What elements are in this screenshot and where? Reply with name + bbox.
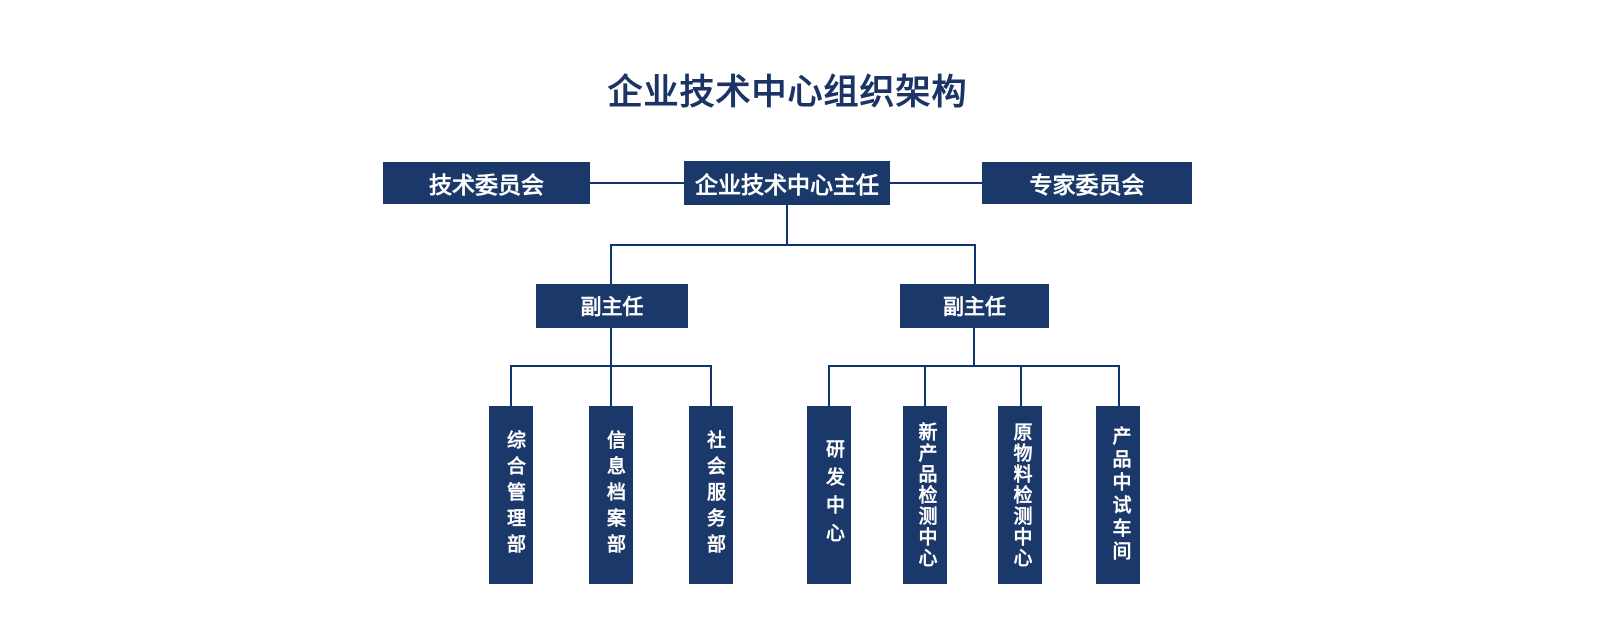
- connector-right-dept4-drop: [1118, 365, 1120, 406]
- node-dept-rnd-center: 研发中心: [807, 406, 851, 584]
- node-dept-rnd-center-label: 研发中心: [823, 439, 844, 551]
- node-dept-general-management: 综合管理部: [489, 406, 533, 584]
- connector-director-drop: [786, 205, 788, 246]
- connector-left-dept2-drop: [610, 365, 612, 406]
- node-expert-committee-label: 专家委员会: [1029, 172, 1145, 198]
- node-dept-new-product-testing-center-label: 新产品检测中心: [915, 421, 937, 569]
- connector-left-deputy-drop: [610, 328, 612, 367]
- node-tech-center-director-label: 企业技术中心主任: [695, 172, 879, 198]
- connector-deputy-left-drop: [610, 244, 612, 284]
- page-title: 企业技术中心组织架构: [607, 73, 968, 112]
- node-dept-social-services-label: 社会服务部: [704, 430, 725, 560]
- connector-right-dept1-drop: [828, 365, 830, 406]
- node-dept-general-management-label: 综合管理部: [504, 430, 525, 560]
- connector-right-dept2-drop: [924, 365, 926, 406]
- node-dept-product-pilot-workshop-label: 产品中试车间: [1109, 426, 1131, 564]
- node-tech-committee: 技术委员会: [383, 162, 590, 204]
- node-deputy-director-right: 副主任: [900, 284, 1049, 328]
- connector-right-dept3-drop: [1020, 365, 1022, 406]
- node-dept-raw-material-testing-center: 原物料检测中心: [998, 406, 1042, 584]
- node-dept-information-archives-label: 信息档案部: [604, 430, 625, 560]
- node-tech-center-director: 企业技术中心主任: [684, 161, 890, 205]
- node-deputy-director-left-label: 副主任: [580, 296, 644, 319]
- node-dept-new-product-testing-center: 新产品检测中心: [903, 406, 947, 584]
- node-expert-committee: 专家委员会: [982, 162, 1192, 204]
- connector-right-group-rail: [828, 365, 1120, 367]
- node-dept-social-services: 社会服务部: [689, 406, 733, 584]
- node-tech-committee-label: 技术委员会: [429, 172, 544, 198]
- connector-director-to-tech-committee: [590, 182, 684, 184]
- connector-deputy-right-drop: [974, 244, 976, 284]
- connector-left-dept3-drop: [710, 365, 712, 406]
- node-dept-product-pilot-workshop: 产品中试车间: [1096, 406, 1140, 584]
- node-dept-information-archives: 信息档案部: [589, 406, 633, 584]
- node-deputy-director-right-label: 副主任: [943, 296, 1006, 319]
- node-deputy-director-left: 副主任: [536, 284, 688, 328]
- node-dept-raw-material-testing-center-label: 原物料检测中心: [1010, 421, 1032, 569]
- connector-left-dept1-drop: [510, 365, 512, 406]
- connector-right-deputy-drop: [973, 328, 975, 367]
- connector-director-to-expert-committee: [890, 182, 982, 184]
- connector-deputy-rail: [610, 244, 976, 246]
